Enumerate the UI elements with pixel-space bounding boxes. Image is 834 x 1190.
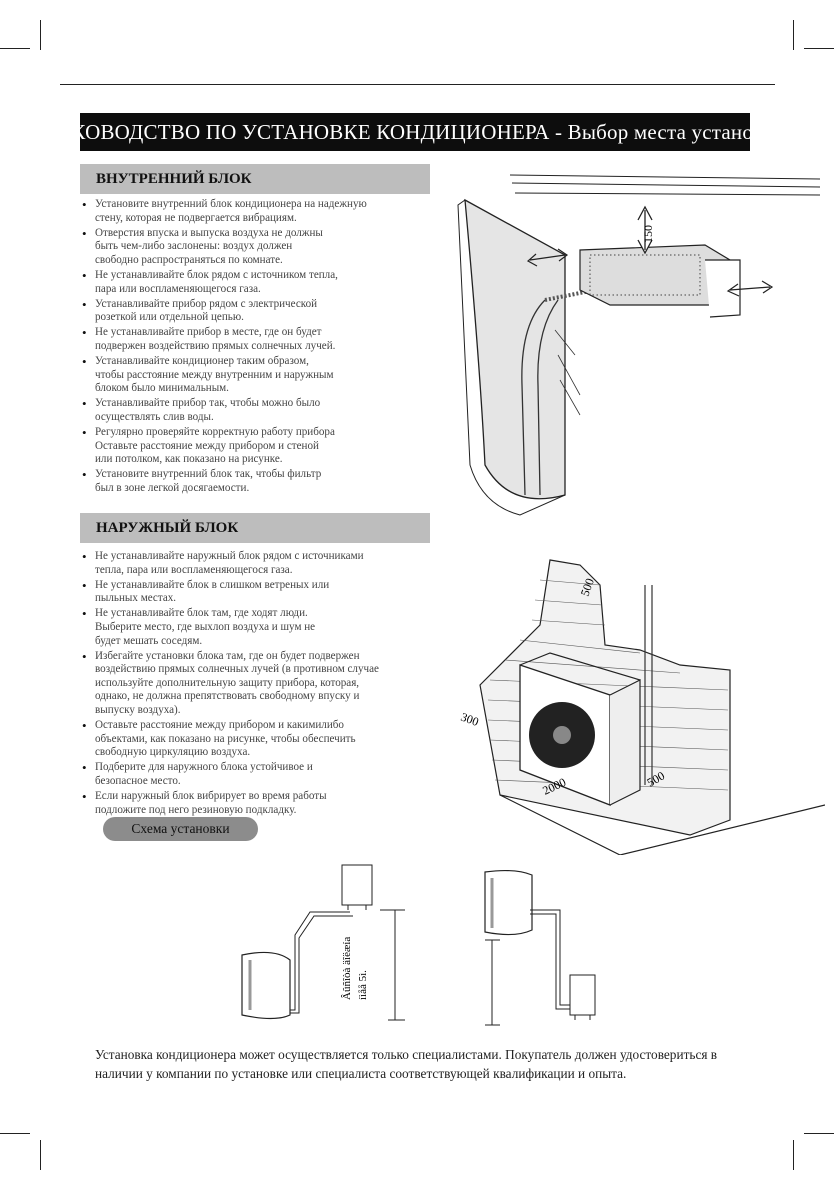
installation-scheme-diagram: Âûñîòà äîëæía íìåå 5ì.: [241, 864, 596, 1026]
list-item: Избегайте установки блока там, где он бу…: [80, 650, 435, 718]
indoor-unit-icon: [579, 244, 741, 318]
list-item: Если наружный блок вибрирует во время ра…: [80, 790, 435, 817]
indoor-unit-illustration: 150: [457, 174, 821, 516]
list-item: Не устанавливайте блок там, где ходят лю…: [80, 607, 435, 648]
list-item: Отверстия впуска и выпуска воздуха не до…: [80, 227, 435, 268]
crop-mark: [0, 1133, 30, 1134]
crop-mark: [40, 20, 41, 50]
list-item: Не устанавливайте блок рядом с источнико…: [80, 269, 435, 296]
crop-mark: [40, 1140, 41, 1170]
header-rule: [60, 84, 775, 85]
outdoor-dim-left: 300: [459, 710, 481, 729]
list-item: Устанавливайте кондиционер таким образом…: [80, 355, 435, 396]
list-item: Оставьте расстояние между прибором и как…: [80, 719, 435, 760]
outdoor-heading: НАРУЖНЫЙ БЛОК: [80, 513, 430, 543]
list-item: Устанавливайте прибор рядом с электричес…: [80, 298, 435, 325]
indoor-list: Установите внутренний блок кондиционера …: [80, 198, 435, 497]
crop-mark: [793, 20, 794, 50]
outdoor-list: Не устанавливайте наружный блок рядом с …: [80, 550, 435, 819]
list-item: Подберите для наружного блока устойчивое…: [80, 761, 435, 788]
footer-note: Установка кондиционера может осуществляе…: [95, 1047, 718, 1081]
list-item: Регулярно проверяйте корректную работу п…: [80, 426, 435, 467]
outdoor-unit-icon: [519, 652, 641, 806]
outdoor-unit-illustration: 500 300 2000 500: [459, 559, 825, 855]
indoor-heading: ВНУТРЕННИЙ БЛОК: [80, 164, 430, 194]
list-item: Не устанавливайте прибор в месте, где он…: [80, 326, 435, 353]
list-item: Не устанавливайте наружный блок рядом с …: [80, 550, 435, 577]
list-item: Установите внутренний блок так, чтобы фи…: [80, 468, 435, 495]
crop-mark: [804, 1133, 834, 1134]
list-item: Устанавливайте прибор так, чтобы можно б…: [80, 397, 435, 424]
crop-mark: [0, 48, 30, 49]
scheme-height-label: íìåå 5ì.: [357, 970, 369, 1000]
crop-mark: [793, 1140, 794, 1170]
scheme-height-label: Âûñîòà äîëæía: [341, 937, 353, 1000]
list-item: Не устанавливайте блок в слишком ветрены…: [80, 579, 435, 606]
page-title: РУКОВОДСТВО ПО УСТАНОВКЕ КОНДИЦИОНЕРА - …: [80, 113, 750, 151]
crop-mark: [804, 48, 834, 49]
indoor-dim-top: 150: [641, 225, 655, 243]
scheme-button[interactable]: Схема установки: [103, 817, 258, 841]
list-item: Установите внутренний блок кондиционера …: [80, 198, 435, 225]
outdoor-dim-top: 500: [578, 576, 597, 598]
